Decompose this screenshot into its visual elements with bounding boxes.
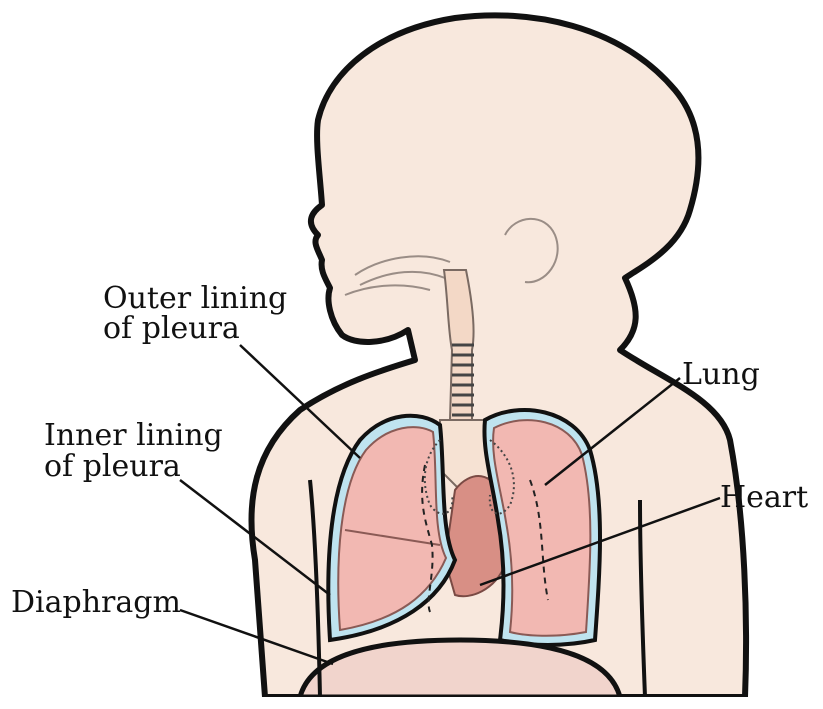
label-lung: Lung	[682, 357, 760, 392]
label-heart: Heart	[720, 480, 808, 515]
child-body-outline	[251, 15, 746, 697]
label-diaphragm: Diaphragm	[11, 585, 181, 620]
label-outer-lining-line2: of pleura	[103, 311, 240, 346]
label-inner-lining-line1: Inner lining	[44, 418, 223, 453]
label-inner-lining-line2: of pleura	[44, 449, 181, 484]
